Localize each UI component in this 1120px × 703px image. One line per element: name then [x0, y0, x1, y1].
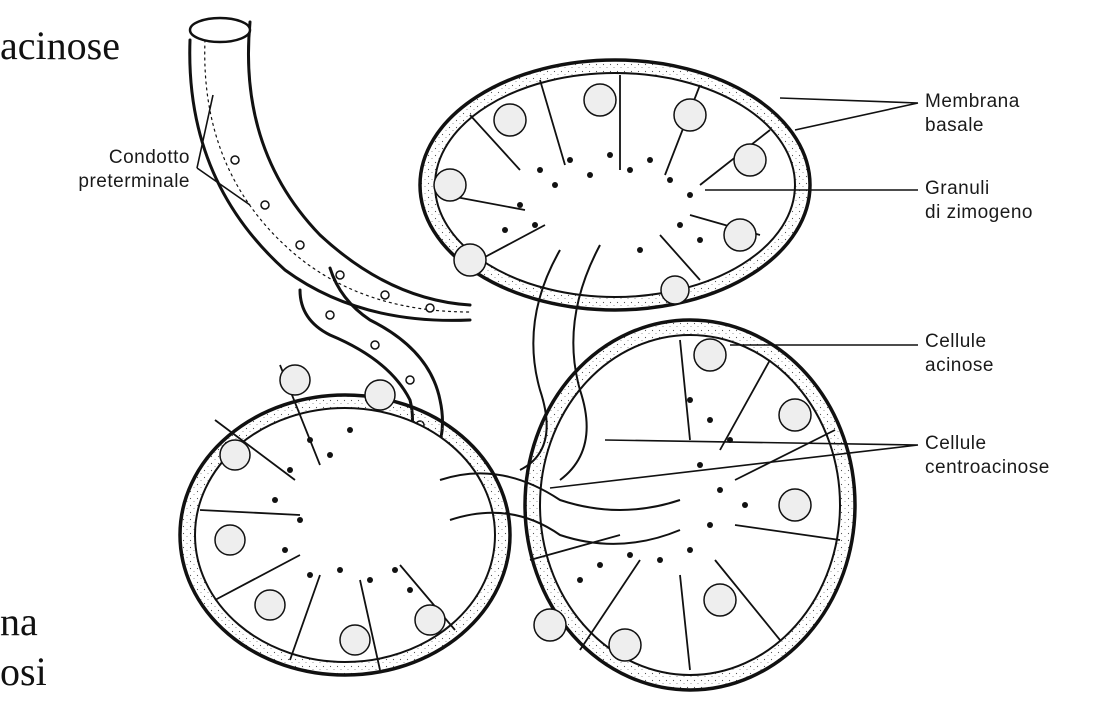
label-line: Membrana: [925, 90, 1020, 114]
label-line: Cellule: [925, 330, 994, 354]
label-condotto-preterminale: Condotto preterminale: [40, 146, 190, 194]
label-cellule-centroacinose: Cellule centroacinose: [925, 432, 1050, 480]
label-cellule-acinose: Cellule acinose: [925, 330, 994, 378]
label-granuli-zimogeno: Granuli di zimogeno: [925, 177, 1033, 225]
label-line: acinose: [925, 354, 994, 378]
label-membrana-basale: Membrana basale: [925, 90, 1020, 138]
label-line: Granuli: [925, 177, 1033, 201]
label-line: Condotto: [40, 146, 190, 170]
label-line: preterminale: [40, 170, 190, 194]
label-line: centroacinose: [925, 456, 1050, 480]
label-line: Cellule: [925, 432, 1050, 456]
label-line: basale: [925, 114, 1020, 138]
label-line: di zimogeno: [925, 201, 1033, 225]
